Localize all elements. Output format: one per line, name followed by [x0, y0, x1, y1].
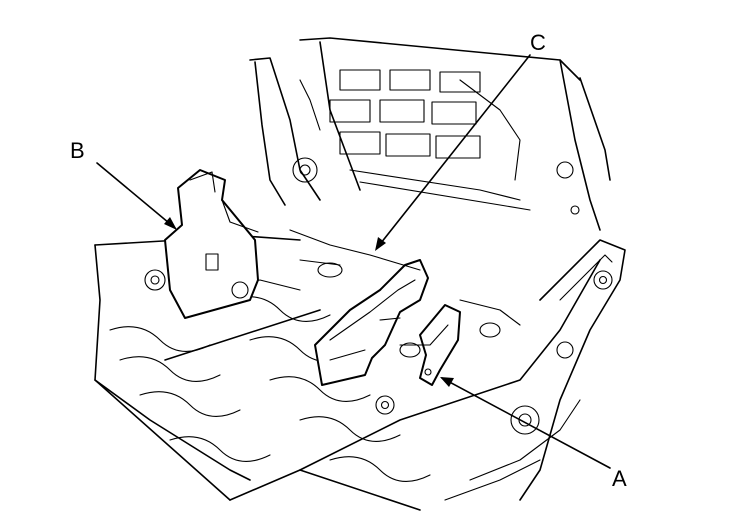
- seat-linkage: [289, 229, 521, 338]
- callout-leader-b: [96, 162, 176, 229]
- callout-a: A: [440, 377, 627, 491]
- recliner-side-rail: [444, 239, 626, 501]
- part-a-bracket: [399, 304, 461, 386]
- callout-b: B: [70, 138, 177, 230]
- callout-arrowhead-a: [440, 377, 454, 387]
- callout-label-c: C: [530, 30, 546, 55]
- cushion-reference-line: [164, 309, 321, 361]
- part-b-trim-cover: [164, 169, 259, 319]
- callout-leader-c: [376, 54, 531, 249]
- callout-arrowhead-b: [164, 217, 177, 230]
- callout-arrowhead-c: [375, 237, 386, 251]
- seat-back-frame: [249, 37, 611, 231]
- callout-c: C: [375, 30, 546, 251]
- part-c-trim-cover: [314, 259, 429, 386]
- callout-label-a: A: [612, 466, 627, 491]
- callout-leader-a: [441, 377, 611, 469]
- callout-label-b: B: [70, 138, 85, 163]
